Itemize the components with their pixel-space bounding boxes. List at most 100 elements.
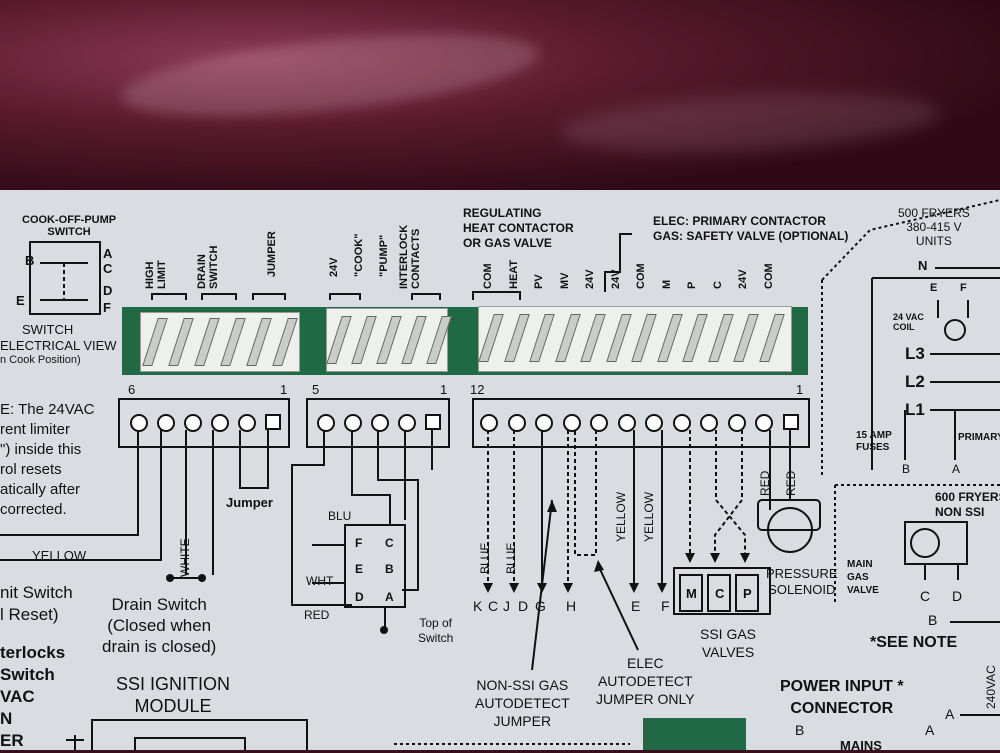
terminal-block-12	[472, 398, 810, 448]
switch-letter: B	[385, 562, 394, 576]
bottom-letter: G	[535, 598, 546, 614]
switch-letter: C	[385, 536, 394, 550]
terminal-block-6	[118, 398, 290, 448]
limit-switch-label: nit Switch l Reset)	[0, 583, 73, 624]
terminal-screw	[425, 414, 441, 430]
switch-letter: D	[355, 590, 364, 604]
terminal-screw	[398, 414, 416, 432]
wire-color: BLUE	[504, 542, 518, 574]
conn12-pin-label: MV	[558, 272, 571, 290]
wire-color: YELLOW	[642, 491, 656, 542]
label-jumper: JUMPER	[266, 231, 278, 277]
top-of-switch: Top of Switch	[418, 616, 454, 645]
non-ssi-label: NON-SSI GAS AUTODETECT JUMPER	[475, 677, 570, 729]
elec-note: ELEC: PRIMARY CONTACTOR GAS: SAFETY VALV…	[653, 214, 849, 243]
wire-color: YELLOW	[614, 491, 628, 542]
terminal-screw	[184, 414, 202, 432]
tb5-num: 1	[440, 382, 448, 397]
fuses-label: 15 AMP FUSES	[856, 430, 892, 453]
conn12-pin-label: C	[711, 281, 724, 289]
switch-letter: D	[103, 283, 113, 298]
primary-label: PRIMARY	[958, 432, 1000, 443]
wire-color: BLUE	[478, 542, 492, 574]
regulating-header: REGULATING HEAT CONTACTOR OR GAS VALVE	[463, 206, 574, 250]
valve-letter: C	[715, 586, 725, 601]
note-left: E: The 24VAC rent limiter ") inside this…	[0, 401, 95, 518]
terminal-screw	[617, 414, 636, 432]
wire-blu: BLU	[328, 509, 352, 523]
drain-switch-label: Drain Switch (Closed when drain is close…	[102, 595, 217, 656]
terminal-screw	[371, 414, 389, 432]
power-input: POWER INPUT * CONNECTOR	[780, 678, 904, 717]
l2-label: L2	[905, 372, 925, 391]
switch-letter: A	[385, 590, 394, 604]
conn12-pin-label: P	[686, 281, 698, 289]
switch-letter: E	[355, 562, 364, 576]
b-bottom: B	[795, 722, 805, 738]
wiring-diagram-panel	[0, 190, 1000, 750]
terminal-screw	[211, 414, 229, 432]
conn12-pin-label: 24V	[737, 269, 749, 289]
bottom-letter: J	[503, 598, 510, 614]
a-bottom2: A	[925, 722, 935, 738]
l3-label: L3	[905, 344, 925, 363]
yellow-label: YELLOW	[32, 548, 87, 563]
conn12-pin-label: PV	[533, 274, 545, 289]
conn12-pin-label: 24V	[584, 269, 596, 289]
wire-wht: WHT	[306, 574, 334, 588]
terminal-screw	[238, 414, 256, 432]
label-24v: 24V	[328, 257, 340, 277]
plastic-bag-background	[0, 0, 1000, 195]
switch-caption: SWITCH	[22, 322, 74, 337]
conn12-pin-label: HEAT	[507, 259, 520, 289]
f-label: F	[960, 282, 967, 294]
wire-color: RED	[784, 470, 798, 496]
terminal-screw	[782, 414, 799, 430]
vac240-label: 240VAC	[984, 665, 998, 709]
switch-letter: C	[103, 261, 113, 276]
terminal-screw	[755, 414, 773, 432]
jumper-label: Jumper	[226, 495, 273, 510]
b-label: B	[902, 462, 911, 476]
ssi-gas-valves: SSI GAS VALVES	[700, 626, 757, 660]
n-label: N	[918, 258, 928, 273]
main-gas-valve: MAIN GAS VALVE	[847, 559, 879, 596]
mains-label: MAINS	[840, 738, 882, 753]
label-cook: "COOK"	[353, 233, 365, 277]
wire-color: RED	[758, 470, 772, 496]
coil-label: 24 VAC COIL	[893, 312, 924, 332]
terminal-screw	[507, 414, 526, 432]
bottom-letter: H	[566, 598, 577, 614]
terminal-screw	[590, 414, 608, 432]
bottom-letter: F	[661, 598, 670, 614]
interlocks-label: terlocks Switch VAC N ER	[0, 643, 66, 750]
label-drain-switch: DRAIN SWITCH	[196, 245, 220, 289]
d-label: D	[952, 588, 963, 604]
conn12-pin-label: COM	[482, 263, 494, 289]
tb12-num: 1	[796, 382, 804, 397]
terminal-screw	[727, 414, 746, 432]
conn12-pin-label: 24V	[609, 269, 622, 289]
terminal-screw	[265, 414, 281, 430]
switch-letter: F	[355, 536, 363, 550]
pressure-solenoid: PRESSURE SOLENOID	[766, 566, 838, 597]
l1-label: L1	[905, 400, 925, 419]
switch-caption: ELECTRICAL VIEW	[0, 338, 117, 353]
tb5-num: 5	[312, 382, 320, 397]
label-high-limit: HIGH LIMIT	[144, 260, 168, 289]
valve-letter: P	[743, 586, 752, 601]
terminal-screw	[562, 414, 581, 432]
elec-autodetect: ELEC AUTODETECT JUMPER ONLY	[596, 655, 695, 707]
label-interlock: INTERLOCK CONTACTS	[398, 224, 422, 289]
conn12-pin-label: COM	[635, 263, 647, 289]
wire-red: RED	[304, 608, 330, 622]
cook-off-pump-title: COOK-OFF-PUMP SWITCH	[22, 214, 117, 238]
see-note: *SEE NOTE	[870, 634, 958, 651]
terminal-screw	[157, 414, 175, 432]
tb6-num: 6	[128, 382, 136, 397]
a-bottom: A	[945, 706, 955, 722]
bottom-letter: C	[488, 598, 499, 614]
b-right-label: B	[928, 612, 938, 628]
conn12-pin-label: M	[660, 279, 673, 289]
tb6-num: 1	[280, 382, 288, 397]
